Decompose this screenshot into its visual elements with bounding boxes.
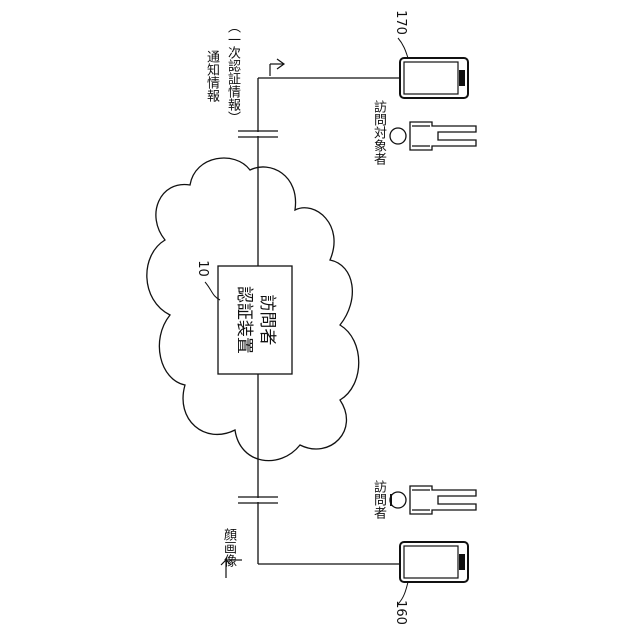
- auth-device-text: 訪問者 認証装置: [232, 286, 278, 354]
- ref-10: 10: [196, 260, 209, 277]
- notification-label-line1: 通知情報: [205, 50, 218, 102]
- leader-line-170: [398, 38, 408, 58]
- visit-target-person-icon: [390, 122, 476, 150]
- face-image-label: 顔画像: [222, 528, 235, 567]
- visit-target-label: 訪問対象者: [372, 100, 385, 165]
- visitor-person-icon: [390, 486, 476, 514]
- auth-device-label: 訪問者 認証装置: [218, 266, 292, 374]
- ref-170: 170: [394, 10, 407, 35]
- notification-label-line2: （一次認証情報）: [226, 20, 239, 124]
- ref-160: 160: [394, 600, 407, 625]
- visitor-label: 訪問者: [372, 480, 385, 519]
